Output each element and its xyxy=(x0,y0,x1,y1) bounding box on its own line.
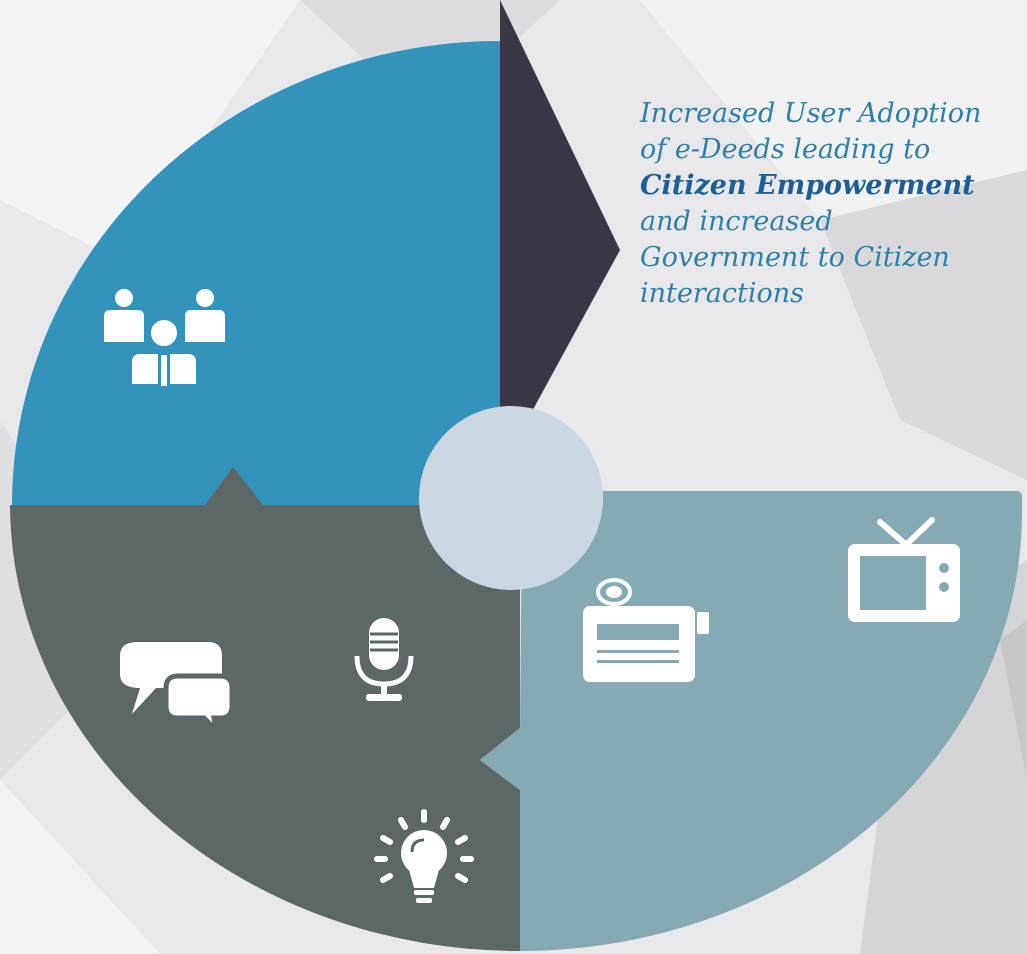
caption-line-2: of e-Deeds leading to xyxy=(640,134,931,165)
people-group-icon xyxy=(104,289,225,388)
center-circle xyxy=(419,406,603,590)
video-camera-icon xyxy=(583,578,709,682)
caption-line-1: Increased User Adoption xyxy=(640,98,982,129)
microphone-icon xyxy=(354,618,414,701)
segment-top-left xyxy=(12,41,500,505)
caption-line-4: and increased xyxy=(640,206,833,237)
pointer-wedge xyxy=(500,0,620,470)
caption-line-5: Government to Citizen xyxy=(640,242,950,273)
speech-bubbles-icon xyxy=(120,642,235,738)
lightbulb-icon xyxy=(374,809,474,903)
segment-bottom-left xyxy=(10,467,520,951)
television-icon xyxy=(848,517,960,622)
caption-emphasis: Citizen Empowerment xyxy=(640,170,975,201)
outcome-caption: Increased User Adoption of e-Deeds leadi… xyxy=(640,96,1025,312)
caption-line-6: interactions xyxy=(640,278,804,309)
